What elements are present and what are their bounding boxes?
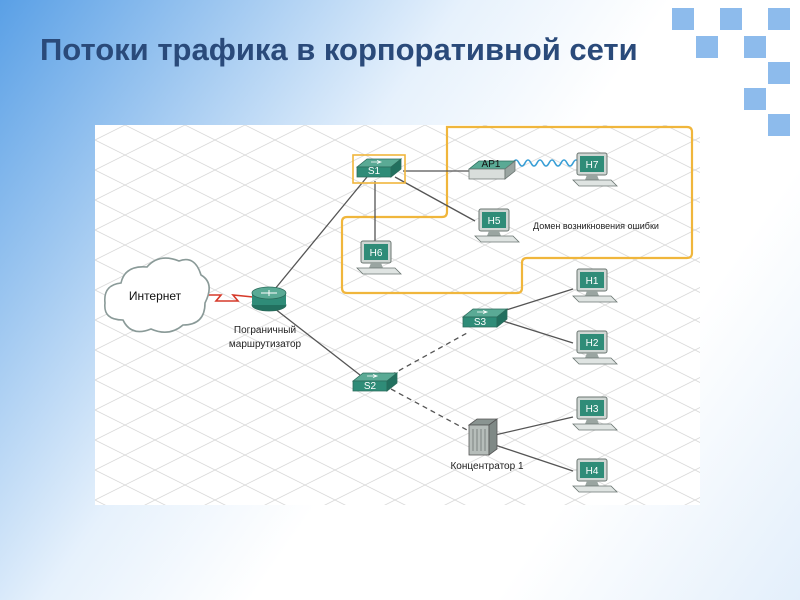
host-h7-label: H7 <box>586 160 599 171</box>
access-point-ap1: AP1 <box>467 159 517 180</box>
router-label-line1: Пограничный <box>234 325 296 336</box>
link-router-s1 <box>269 176 368 296</box>
deco-square <box>744 36 766 58</box>
ap1-label: AP1 <box>482 159 501 170</box>
link-s2-s3 <box>390 332 468 376</box>
deco-square <box>768 114 790 136</box>
hub-label: Концентратор 1 <box>450 461 523 472</box>
wireless-link <box>512 159 580 167</box>
host-h4-label: H4 <box>586 466 599 477</box>
host-h5: H5 <box>474 208 520 243</box>
host-h6-label: H6 <box>370 248 383 259</box>
host-h1-label: H1 <box>586 276 599 287</box>
switch-s3-label: S3 <box>474 317 487 328</box>
host-h5-label: H5 <box>488 216 501 227</box>
host-h4: H4 <box>572 458 618 493</box>
hub-1: Концентратор 1 <box>450 418 524 472</box>
deco-square <box>696 36 718 58</box>
link-s1-h5 <box>394 176 476 222</box>
switch-s1-label: S1 <box>368 166 381 177</box>
host-h2: H2 <box>572 330 618 365</box>
link-s3-h2 <box>502 320 574 344</box>
deco-square <box>768 62 790 84</box>
switch-s2-label: S2 <box>364 381 377 392</box>
link-hub-h3 <box>494 416 574 436</box>
deco-square <box>768 8 790 30</box>
deco-square <box>720 8 742 30</box>
host-h1: H1 <box>572 268 618 303</box>
cloud-label: Интернет <box>129 289 182 303</box>
deco-square <box>672 8 694 30</box>
failure-domain-label: Домен возникновения ошибки <box>533 221 659 231</box>
slide-title: Потоки трафика в корпоративной сети <box>40 32 638 67</box>
wan-link-lightning <box>201 294 254 302</box>
link-s3-h1 <box>502 288 574 312</box>
host-h6: H6 <box>356 240 402 275</box>
host-h3-label: H3 <box>586 404 599 415</box>
failure-domain-outline <box>340 125 694 295</box>
router-label-line2: маршрутизатор <box>229 339 302 350</box>
link-router-s2 <box>269 304 361 376</box>
cloud-icon <box>104 257 210 333</box>
border-router: Пограничный маршрутизатор <box>229 286 302 350</box>
switch-s2: S2 <box>352 372 398 392</box>
switch-s1: S1 <box>352 154 406 184</box>
host-h7: H7 <box>572 152 618 187</box>
host-h2-label: H2 <box>586 338 599 349</box>
deco-square <box>744 88 766 110</box>
network-diagram: Интернет Пограничный маршрутизатор S1 S2… <box>95 125 700 505</box>
link-hub-h4 <box>494 444 574 472</box>
network-links <box>201 170 574 472</box>
host-h3: H3 <box>572 396 618 431</box>
internet-cloud: Интернет <box>104 257 210 333</box>
switch-s3: S3 <box>462 308 508 328</box>
